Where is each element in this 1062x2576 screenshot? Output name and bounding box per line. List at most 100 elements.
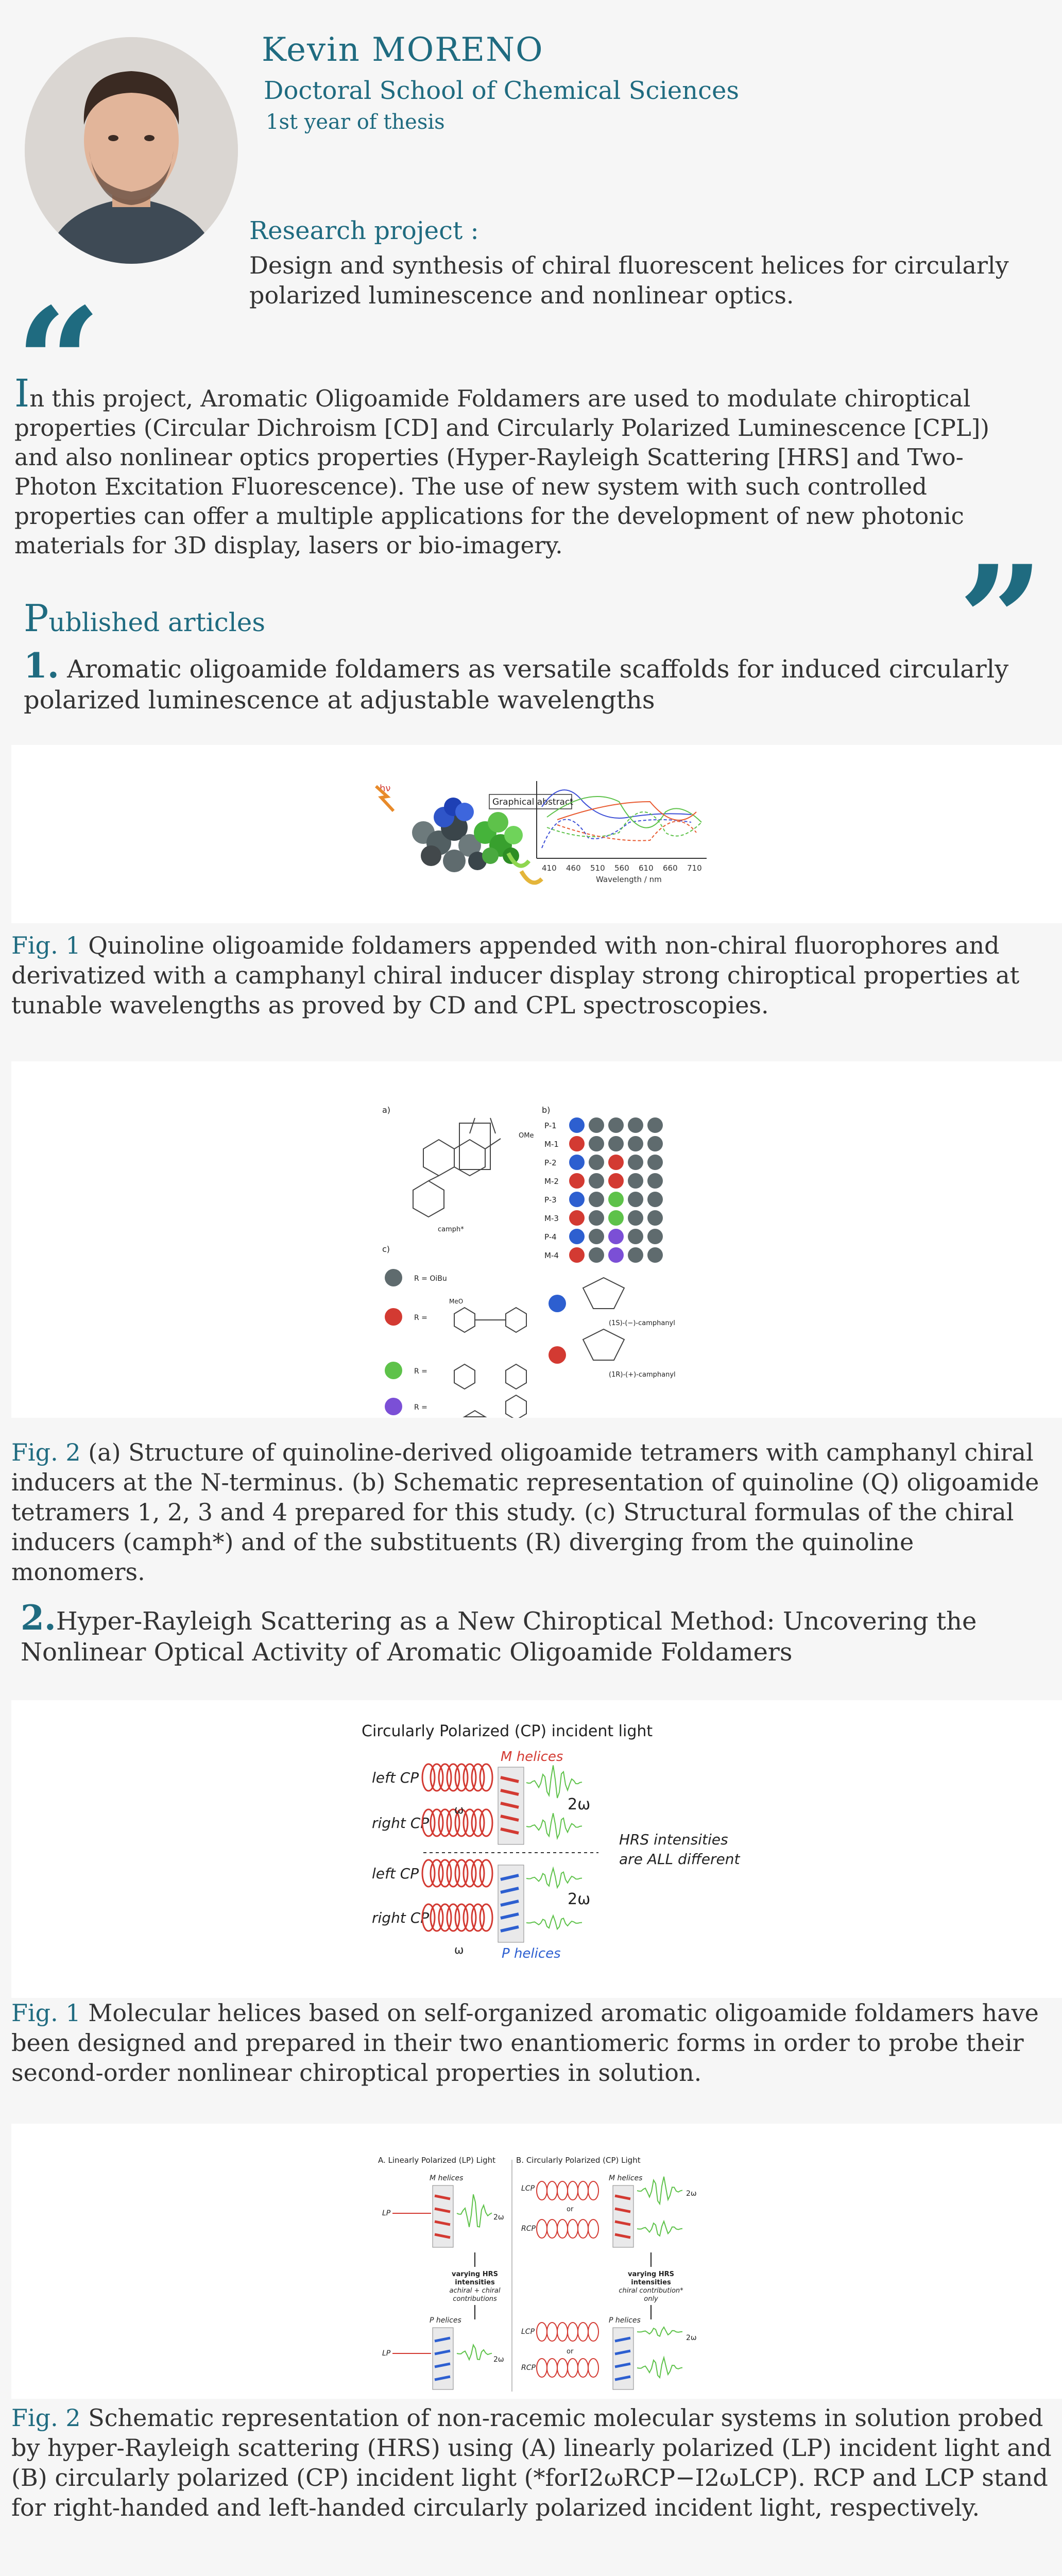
svg-text:(1S)-(−)-camphanyl: (1S)-(−)-camphanyl [609,1319,675,1327]
a2-fig1-caption: Fig. 1 Molecular helices based on self-o… [11,1999,1039,2087]
a1-fig2-caption: Fig. 2 (a) Structure of quinoline-derive… [11,1438,1039,1586]
svg-text:R =: R = [414,1367,427,1376]
graphical-abstract-graphic: hν Graphical abstract 410 460 5 [374,781,707,885]
intro-dropcap: I [14,371,30,416]
svg-text:MeO: MeO [449,1298,463,1305]
svg-text:M helices: M helices [609,2174,642,2182]
open-quote-icon: “ [15,276,101,451]
svg-text:M-2: M-2 [544,1177,559,1186]
lp-cp-hrs-graphic: A. Linearly Polarized (LP) Light B. Circ… [378,2156,697,2392]
svg-text:RCP: RCP [521,2364,536,2372]
article-1-title: 1. Aromatic oligoamide foldamers as vers… [24,646,1009,715]
tick-560: 560 [614,863,629,873]
foldamer-molecule [412,798,523,872]
cp-light-helices-graphic: Circularly Polarized (CP) incident light… [362,1722,741,1961]
svg-text:P-1: P-1 [544,1121,557,1130]
tick-710: 710 [687,863,702,873]
quinoline-structure [413,1117,501,1218]
cp-p-helix [612,2327,634,2390]
svg-text:LCP: LCP [521,2184,535,2193]
thesis-year: 1st year of thesis [266,110,445,134]
svg-text:ω: ω [454,1804,464,1817]
svg-text:varying HRS: varying HRS [452,2270,498,2278]
person-portrait-icon [25,37,238,264]
svg-text:or: or [567,2348,574,2355]
svg-text:2ω: 2ω [568,1890,590,1908]
svg-text:2ω: 2ω [493,2355,504,2364]
oligoamide-structures-graphic: a) OMe camph* b) P-1 M-1 P-2 M-2 P-3 M-3… [382,1105,676,1421]
svg-text:are ALL different: are ALL different [619,1851,741,1868]
svg-text:M-1: M-1 [544,1140,559,1149]
svg-text:b): b) [542,1105,550,1115]
svg-text:right CP: right CP [372,1815,429,1832]
profile-photo [25,37,238,264]
article-1-figure-1: hν Graphical abstract 410 460 5 [11,745,1062,923]
svg-text:P helices: P helices [609,2316,641,2325]
svg-text:right CP: right CP [372,1909,429,1926]
svg-text:a): a) [382,1105,390,1115]
svg-text:intensities: intensities [631,2279,671,2286]
svg-text:(1R)-(+)-camphanyl: (1R)-(+)-camphanyl [609,1371,676,1379]
p-helix-column [498,1865,524,1943]
svg-text:left CP: left CP [372,1865,419,1882]
svg-text:M helices: M helices [430,2174,463,2182]
tick-460: 460 [566,863,581,873]
svg-text:varying HRS: varying HRS [628,2270,674,2278]
doctoral-school: Doctoral School of Chemical Sciences [264,76,740,105]
a2-fig2-caption: Fig. 2 Schematic representation of non-r… [11,2404,1052,2521]
svg-text:c): c) [382,1244,390,1254]
graphical-abstract-badge: Graphical abstract [492,797,573,807]
wavelength-axis-label: Wavelength / nm [596,875,662,884]
svg-text:LP: LP [382,2349,391,2358]
lp-m-helix [432,2185,454,2248]
tick-610: 610 [639,863,654,873]
lp-p-helix [432,2327,454,2390]
svg-text:2ω: 2ω [568,1795,590,1814]
svg-text:P helices: P helices [502,1946,561,1961]
m-helix-column [498,1767,524,1845]
svg-text:Circularly Polarized (CP) inci: Circularly Polarized (CP) incident light [362,1722,653,1740]
cd-cpl-spectra: 410 460 510 560 610 660 710 Wavelength /… [536,781,707,884]
intro-text: n this project, Aromatic Oligoamide Fold… [14,385,989,559]
project-description: In this project, Aromatic Oligoamide Fol… [14,375,1039,560]
svg-text:only: only [644,2295,658,2303]
svg-text:B. Circularly Polarized (CP): B. Circularly Polarized (CP) Light [516,2156,641,2165]
tick-660: 660 [663,863,678,873]
svg-text:intensities: intensities [455,2279,495,2286]
svg-text:contributions: contributions [453,2295,497,2303]
svg-text:P-2: P-2 [544,1158,557,1167]
svg-text:P-3: P-3 [544,1195,557,1205]
a1-fig1-caption: Fig. 1 Quinoline oligoamide foldamers ap… [11,931,1020,1019]
svg-text:M-4: M-4 [544,1251,559,1260]
close-quote-icon: ” [958,533,1044,708]
article-2-figure-2: A. Linearly Polarized (LP) Light B. Circ… [11,2124,1062,2399]
svg-text:A. Linearly Polarized (LP) Li: A. Linearly Polarized (LP) Light [378,2156,495,2165]
cp-m-helix [612,2185,634,2248]
svg-text:M-3: M-3 [544,1214,559,1223]
svg-text:or: or [567,2206,574,2213]
article-1-figure-2: a) OMe camph* b) P-1 M-1 P-2 M-2 P-3 M-3… [11,1061,1062,1421]
svg-text:P helices: P helices [430,2316,461,2325]
svg-text:HRS intensities: HRS intensities [619,1831,728,1848]
article-2-figure-1: Circularly Polarized (CP) incident light… [11,1700,1062,1998]
svg-text:RCP: RCP [521,2225,536,2233]
article-2-title: 2.Hyper-Rayleigh Scattering as a New Chi… [21,1598,977,1667]
profile-name: Kevin MORENO [262,31,544,69]
svg-text:OMe: OMe [519,1132,534,1140]
svg-text:achiral + chiral: achiral + chiral [450,2287,501,2295]
research-project-title: Research project : [249,216,479,245]
svg-text:chiral contribution*: chiral contribution* [619,2287,683,2295]
published-articles-heading: Published articles [24,597,266,640]
tick-410: 410 [542,863,557,873]
svg-text:R =: R = [414,1314,427,1322]
svg-text:R =: R = [414,1403,427,1412]
tetramer-grid: P-1 M-1 P-2 M-2 P-3 M-3 P-4 M-4 [544,1117,663,1263]
svg-text:2ω: 2ω [686,2334,697,2342]
svg-text:M helices: M helices [501,1749,563,1765]
svg-text:P-4: P-4 [544,1232,557,1242]
svg-text:ω: ω [454,1944,464,1957]
research-project-text: Design and synthesis of chiral fluoresce… [249,251,1009,309]
tick-510: 510 [590,863,605,873]
svg-text:2ω: 2ω [493,2213,504,2222]
svg-text:left CP: left CP [372,1769,419,1786]
